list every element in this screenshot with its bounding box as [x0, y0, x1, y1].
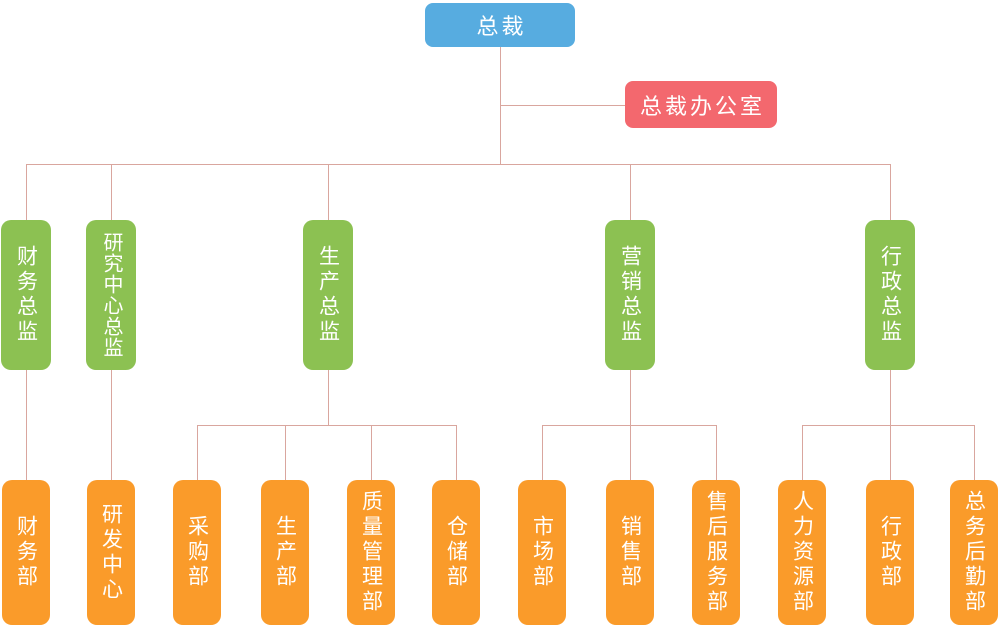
connector-line [542, 425, 543, 480]
node-director-admin[interactable]: 行政总监 [865, 220, 915, 370]
connector-line [974, 425, 975, 480]
node-director-production[interactable]: 生产总监 [303, 220, 353, 370]
connector-line [890, 370, 891, 425]
connector-line [197, 425, 198, 480]
node-dept-market[interactable]: 市场部 [518, 480, 566, 625]
node-dept-sales[interactable]: 销售部 [606, 480, 654, 625]
connector-line [26, 370, 27, 480]
node-president-office[interactable]: 总裁办公室 [625, 81, 777, 128]
connector-line [630, 425, 631, 480]
connector-line [630, 164, 631, 220]
connector-line [328, 164, 329, 220]
connector-line [630, 370, 631, 425]
connector-line [890, 164, 891, 220]
connector-line [371, 425, 372, 480]
node-director-finance[interactable]: 财务总监 [1, 220, 51, 370]
node-dept-admin[interactable]: 行政部 [866, 480, 914, 625]
node-dept-finance[interactable]: 财务部 [2, 480, 50, 625]
node-president[interactable]: 总裁 [425, 3, 575, 47]
connector-line [197, 425, 456, 426]
connector-line [285, 425, 286, 480]
node-dept-after-sales[interactable]: 售后服务部 [692, 480, 740, 625]
connector-line [542, 425, 716, 426]
connector-line [26, 164, 890, 165]
node-dept-production[interactable]: 生产部 [261, 480, 309, 625]
connector-line [456, 425, 457, 480]
node-dept-logistics[interactable]: 总务后勤部 [950, 480, 998, 625]
node-director-marketing[interactable]: 营销总监 [605, 220, 655, 370]
connector-line [500, 105, 625, 106]
connector-line [111, 370, 112, 480]
node-dept-purchasing[interactable]: 采购部 [173, 480, 221, 625]
connector-line [328, 370, 329, 425]
connector-line [890, 425, 891, 480]
node-dept-rnd-center[interactable]: 研发中心 [87, 480, 135, 625]
connector-line [802, 425, 974, 426]
node-dept-hr[interactable]: 人力资源部 [778, 480, 826, 625]
connector-line [26, 164, 27, 220]
node-dept-warehouse[interactable]: 仓储部 [432, 480, 480, 625]
connector-line [716, 425, 717, 480]
connector-line [111, 164, 112, 220]
node-dept-quality[interactable]: 质量管理部 [347, 480, 395, 625]
connector-line [802, 425, 803, 480]
node-director-research-center[interactable]: 研究中心总监 [86, 220, 136, 370]
